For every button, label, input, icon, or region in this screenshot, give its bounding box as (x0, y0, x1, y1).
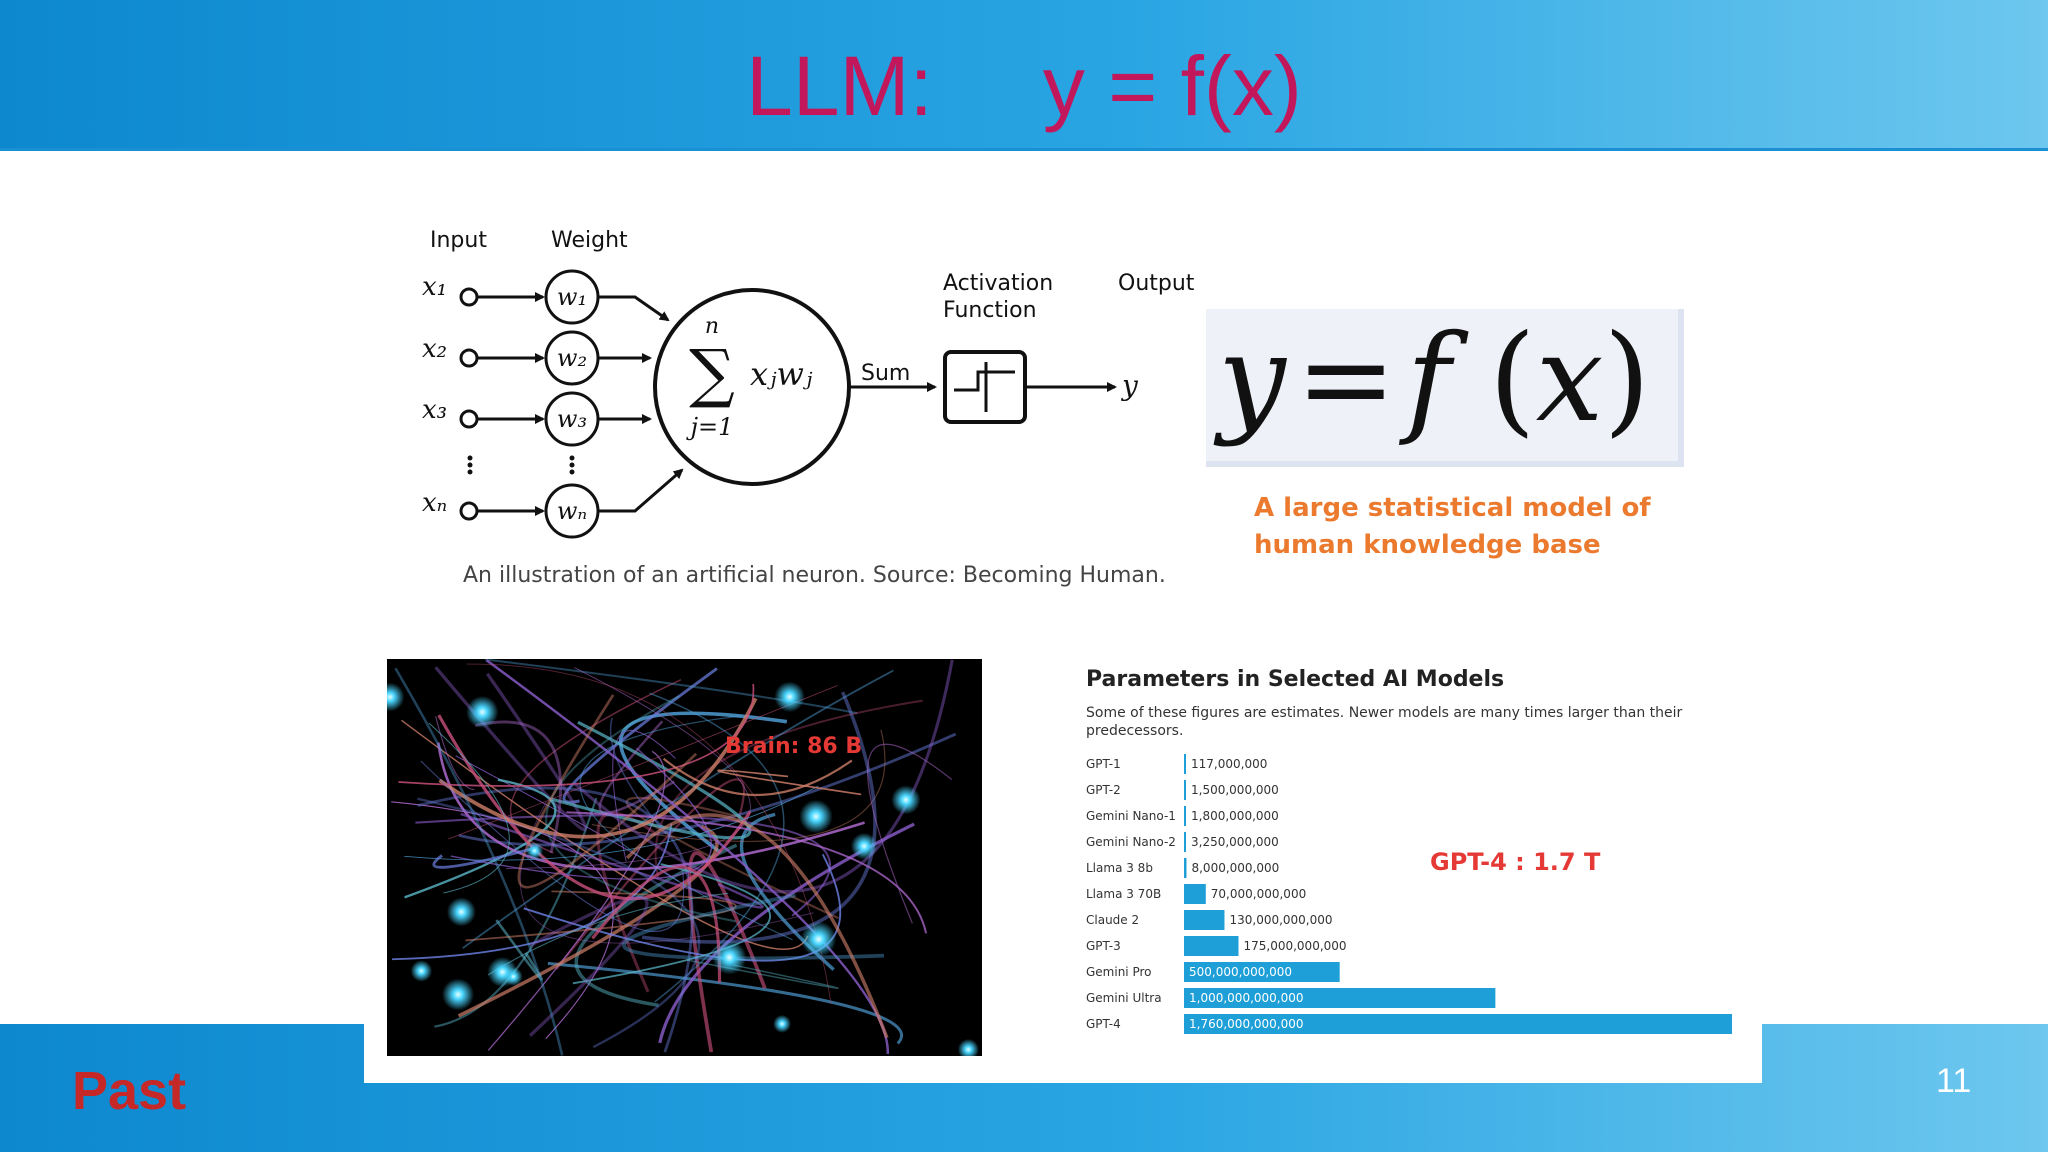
input-x2: x₂ (422, 334, 447, 364)
chart-value-label: 1,760,000,000,000 (1189, 1017, 1304, 1031)
chart-annotation: GPT-4 : 1.7 T (1430, 848, 1601, 876)
slide-title: LLM: y = f(x) (0, 36, 2048, 136)
input-x1: x₁ (422, 272, 447, 302)
chart-category-label: Llama 3 70B (1086, 887, 1161, 901)
chart-bar (1184, 962, 1340, 982)
formula-f: f (1406, 310, 1451, 449)
input-node-1 (459, 287, 479, 307)
formula-description-line1: A large statistical model of (1254, 493, 1651, 523)
weight-wn: wₙ (557, 497, 587, 525)
chart-value-label: 500,000,000,000 (1189, 965, 1292, 979)
chart-category-label: GPT-1 (1086, 757, 1121, 771)
chart-value-label: 117,000,000 (1191, 757, 1267, 771)
summation-node (653, 288, 851, 486)
slide-title-left: LLM: (746, 39, 933, 133)
slide-title-right: y = f(x) (1042, 39, 1302, 133)
sum-label: Sum (861, 361, 910, 386)
chart-value-label: 175,000,000,000 (1243, 939, 1346, 953)
chart-category-label: Claude 2 (1086, 913, 1139, 927)
weight-ellipsis (569, 455, 575, 475)
sum-upper-limit: n (705, 314, 719, 339)
chart-bar (1184, 988, 1496, 1008)
input-header: Input (430, 228, 487, 253)
sum-lower-limit: j=1 (686, 413, 734, 441)
chart-subtitle: Some of these figures are estimates. New… (1086, 704, 1686, 740)
input-x3: x₃ (422, 395, 447, 425)
chart-bar (1184, 780, 1186, 800)
input-node-2 (459, 348, 479, 368)
step-function-icon (954, 362, 1015, 412)
formula-box (1206, 309, 1684, 467)
weight-to-sum-arrow-1 (598, 295, 670, 322)
activation-label-line2: Function (943, 298, 1037, 323)
chart-value-label: 130,000,000,000 (1229, 913, 1332, 927)
input-node-n (459, 501, 479, 521)
weight-to-sum-arrow-n (598, 468, 684, 513)
weight-w1: w₁ (557, 283, 587, 311)
chart-value-label: 70,000,000,000 (1211, 887, 1306, 901)
chart-category-label: GPT-2 (1086, 783, 1121, 797)
chart-category-label: Gemini Nano-1 (1086, 809, 1176, 823)
sum-term: xⱼwⱼ (750, 355, 813, 393)
brain-label: Brain: 86 B (725, 734, 863, 759)
weight-w3: w₃ (557, 405, 587, 433)
chart-bar (1184, 832, 1186, 852)
chart-category-label: GPT-4 (1086, 1017, 1121, 1031)
input-xn: xₙ (422, 488, 447, 518)
chart-bar (1184, 1014, 1732, 1034)
title-banner-underline (0, 148, 2048, 151)
title-banner (0, 0, 2048, 148)
formula-y: y (1218, 310, 1286, 449)
formula: y=f (x) (1218, 305, 1650, 455)
page-number: 11 (1936, 1062, 1972, 1100)
neuron-caption: An illustration of an artificial neuron.… (463, 563, 1166, 588)
chart-subtitle-line1: Some of these figures are estimates. New… (1086, 705, 1683, 721)
chart-bar (1184, 754, 1186, 774)
formula-description: A large statistical model of human knowl… (1254, 490, 1684, 564)
chart-bar (1184, 806, 1186, 826)
activation-label-line1: Activation (943, 271, 1053, 296)
chart-value-label: 1,800,000,000 (1191, 809, 1279, 823)
formula-arg: (x) (1488, 310, 1651, 449)
input-ellipsis (467, 455, 473, 475)
chart-bar (1184, 910, 1225, 930)
neuron-diagram: Input Weight x₁ w₁ x₂ w₂ x₃ w₃ xₙ wₙ n ∑… (422, 228, 1195, 539)
chart-subtitle-line2: predecessors. (1086, 723, 1184, 739)
chart-category-label: Gemini Nano-2 (1086, 835, 1176, 849)
output-label: Output (1118, 271, 1195, 296)
section-label: Past (72, 1061, 187, 1121)
weight-w2: w₂ (557, 344, 587, 372)
formula-description-line2: human knowledge base (1254, 530, 1601, 560)
chart-category-label: Gemini Ultra (1086, 991, 1162, 1005)
output-y: y (1120, 369, 1139, 402)
chart-bar (1184, 884, 1206, 904)
sigma-symbol: ∑ (689, 337, 735, 411)
chart-category-label: GPT-3 (1086, 939, 1121, 953)
chart-category-label: Llama 3 8b (1086, 861, 1153, 875)
brain-neurons-illustration (387, 659, 980, 1056)
chart-bar (1184, 936, 1239, 956)
chart-bar (1184, 858, 1187, 878)
chart-value-label: 1,000,000,000,000 (1189, 991, 1304, 1005)
chart-title: Parameters in Selected AI Models (1086, 667, 1505, 692)
chart-value-label: 8,000,000,000 (1191, 861, 1279, 875)
chart-category-label: Gemini Pro (1086, 965, 1152, 979)
chart-value-label: 3,250,000,000 (1191, 835, 1279, 849)
formula-equals: = (1295, 310, 1397, 449)
brain-neurons-image (387, 659, 982, 1056)
input-node-3 (459, 409, 479, 429)
weight-header: Weight (551, 228, 628, 253)
chart-value-label: 1,500,000,000 (1191, 783, 1279, 797)
